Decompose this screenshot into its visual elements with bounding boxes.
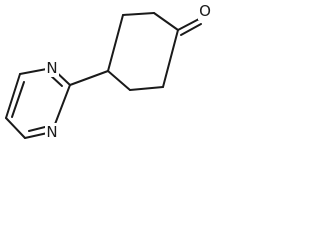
bond-double-inner-2: [11, 81, 25, 118]
bond-c5-c6: [129, 86, 164, 91]
bond-c1-o-b: [180, 23, 202, 36]
nitrogen-label-top: N: [46, 59, 57, 77]
bond-c4-c5: [107, 70, 131, 91]
atom-label-o: O: [198, 2, 212, 20]
bond-c1-c2: [153, 12, 179, 31]
bond-c6-c1: [162, 29, 179, 88]
bond-c6-c5: [5, 73, 21, 119]
pyrimidine-ring: [5, 67, 71, 139]
chemical-structure: O N N: [5, 2, 212, 141]
bond-c5-c4: [5, 117, 26, 139]
oxygen-label: O: [199, 2, 211, 20]
atom-label-n1: N: [45, 59, 59, 77]
nitrogen-label-bottom: N: [46, 123, 57, 141]
bond-c3-c4: [107, 14, 124, 72]
atom-label-n3: N: [45, 123, 59, 141]
bond-ring-link: [69, 70, 109, 86]
bond-c2-c3: [122, 12, 155, 16]
cyclohexanone-ring: [107, 12, 202, 91]
bond-c1-o-a: [177, 18, 200, 31]
